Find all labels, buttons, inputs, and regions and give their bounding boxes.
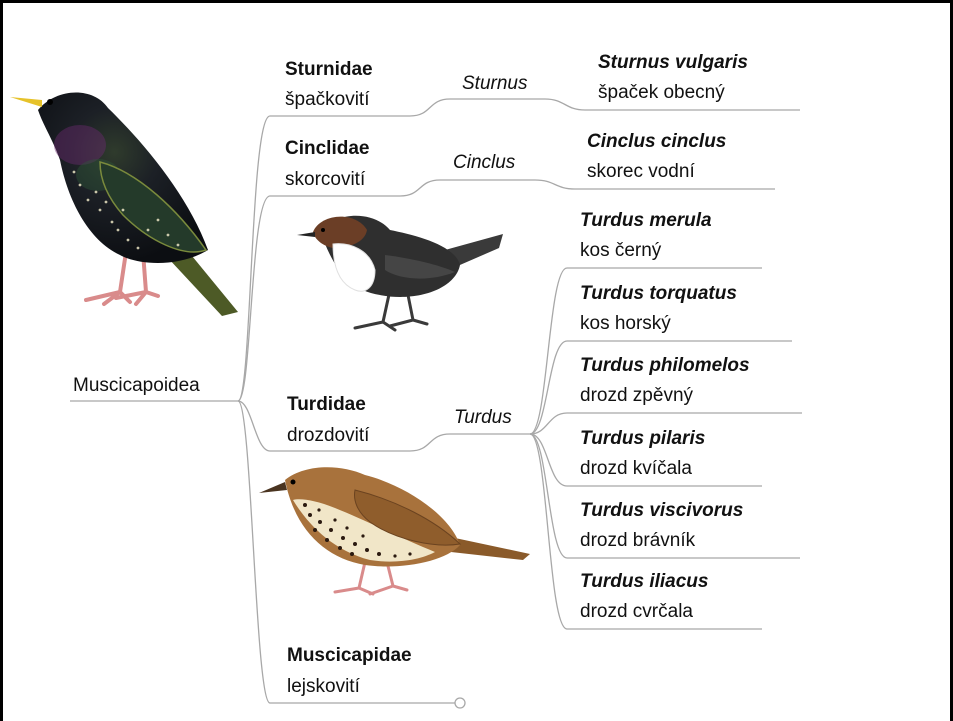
species-latin[interactable]: Turdus philomelos — [580, 355, 750, 376]
muscicapidae-collapse-dot — [454, 697, 466, 709]
family-czech-sturnidae: špačkovití — [285, 89, 370, 110]
family-latin-sturnidae[interactable]: Sturnidae — [285, 59, 373, 80]
species-czech: skorec vodní — [587, 161, 695, 182]
starling-illustration — [10, 92, 238, 316]
species-czech: drozd brávník — [580, 530, 696, 551]
edge-cinclus-cinclus — [534, 179, 576, 190]
family-latin-cinclidae[interactable]: Cinclidae — [285, 138, 370, 159]
species-latin[interactable]: Turdus merula — [580, 210, 712, 231]
genus-sturnus[interactable]: Sturnus — [462, 73, 528, 94]
edge-turdus-viscivorus — [529, 433, 568, 559]
species-czech: drozd cvrčala — [580, 601, 693, 622]
edge-turdus-philomelos — [529, 412, 568, 435]
edge-root-sturnidae — [237, 115, 271, 402]
species-latin[interactable]: Sturnus vulgaris — [598, 52, 748, 73]
species-latin[interactable]: Turdus iliacus — [580, 571, 709, 592]
species-czech: kos horský — [580, 313, 671, 334]
species-czech: drozd kvíčala — [580, 458, 692, 479]
species-latin[interactable]: Turdus torquatus — [580, 283, 737, 304]
edge-root-cinclidae — [237, 195, 271, 402]
edge-turdus-iliacus — [529, 433, 568, 630]
edge-turdus-merula — [529, 267, 568, 435]
family-czech-cinclidae: skorcovití — [285, 169, 366, 190]
family-latin-muscicapidae[interactable]: Muscicapidae — [287, 645, 412, 666]
genus-cinclus[interactable]: Cinclus — [453, 152, 516, 173]
edge-turdidae-turdus — [409, 433, 451, 452]
genus-turdus[interactable]: Turdus — [454, 407, 512, 428]
species-latin[interactable]: Turdus pilaris — [580, 428, 706, 449]
thrush-illustration — [259, 467, 530, 596]
species-czech: drozd zpěvný — [580, 385, 694, 406]
family-czech-muscicapidae: lejskovití — [287, 676, 360, 697]
edge-root-turdidae — [237, 400, 271, 452]
edge-cinclidae-cinclus — [399, 179, 441, 197]
species-latin[interactable]: Turdus viscivorus — [580, 500, 744, 521]
edge-sturnus-vulgaris — [544, 98, 586, 111]
species-czech: kos černý — [580, 240, 662, 261]
edge-turdus-pilaris — [529, 433, 568, 487]
family-latin-turdidae[interactable]: Turdidae — [287, 394, 366, 415]
dipper-illustration — [297, 215, 503, 332]
family-czech-turdidae: drozdovití — [287, 425, 370, 446]
species-czech: špaček obecný — [598, 82, 725, 103]
edge-turdus-torquatus — [529, 340, 568, 435]
species-latin[interactable]: Cinclus cinclus — [587, 131, 727, 152]
edge-sturnidae-sturnus — [409, 98, 451, 117]
root-label[interactable]: Muscicapoidea — [73, 375, 200, 396]
edge-root-muscicapidae — [237, 400, 271, 704]
